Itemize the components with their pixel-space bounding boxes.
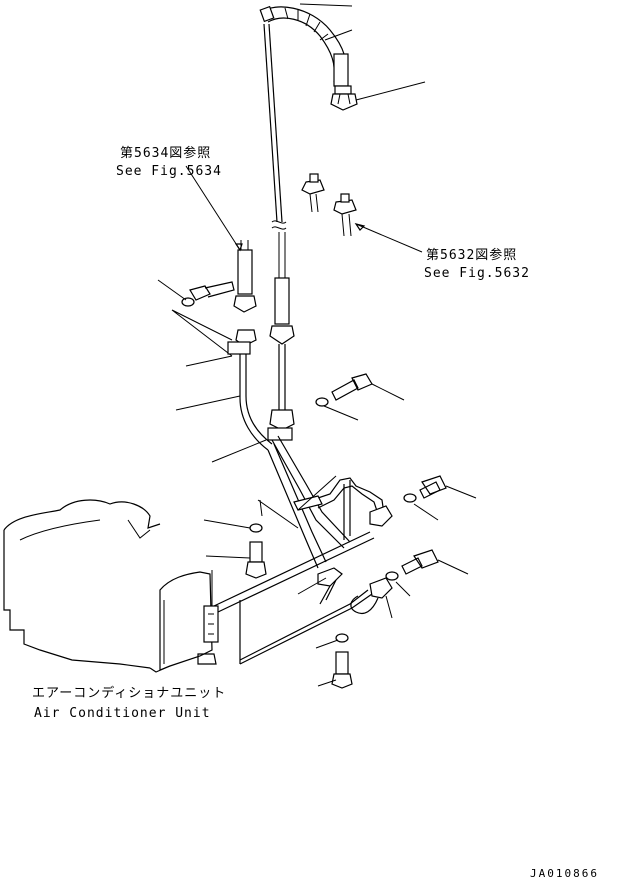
pipe-clamp-lower [317,567,343,587]
washer-vertical-2 [335,633,349,643]
center-tube [211,344,405,463]
bolt-left [189,285,211,301]
long-tube [263,23,295,345]
ref-5634-japanese: 第5634図参照 [120,146,212,161]
washer-right [403,493,417,503]
vertical-bolts [203,519,353,689]
bolt-right [421,475,447,495]
ref-5634-english: See Fig.5634 [116,164,222,179]
ref-5632-japanese: 第5632図参照 [426,248,518,263]
main-pipe-run [213,435,477,665]
drawing-id: JA010866 [530,867,599,880]
bolt-lower-right [413,549,439,569]
unit-label-japanese: エアーコンディショナユニット [32,686,227,701]
unit-label-english: Air Conditioner Unit [34,706,211,721]
upper-hose-assembly [259,3,426,111]
washer-center [315,397,329,407]
left-pipe-bend [175,329,273,451]
connector-5632-group [301,173,423,253]
washer-vertical-1 [249,523,263,533]
hose-nut [330,93,358,111]
washer-left [181,297,195,307]
tube-sleeve-left [237,249,253,295]
left-tube-5634 [157,165,257,357]
pipe-clamp-right [369,505,393,527]
washer-lower-right [385,571,399,581]
hose-sleeve [333,53,349,87]
air-conditioner-unit [3,499,219,673]
tube-sleeve-right [274,277,290,325]
ref-5632-english: See Fig.5632 [424,266,530,281]
